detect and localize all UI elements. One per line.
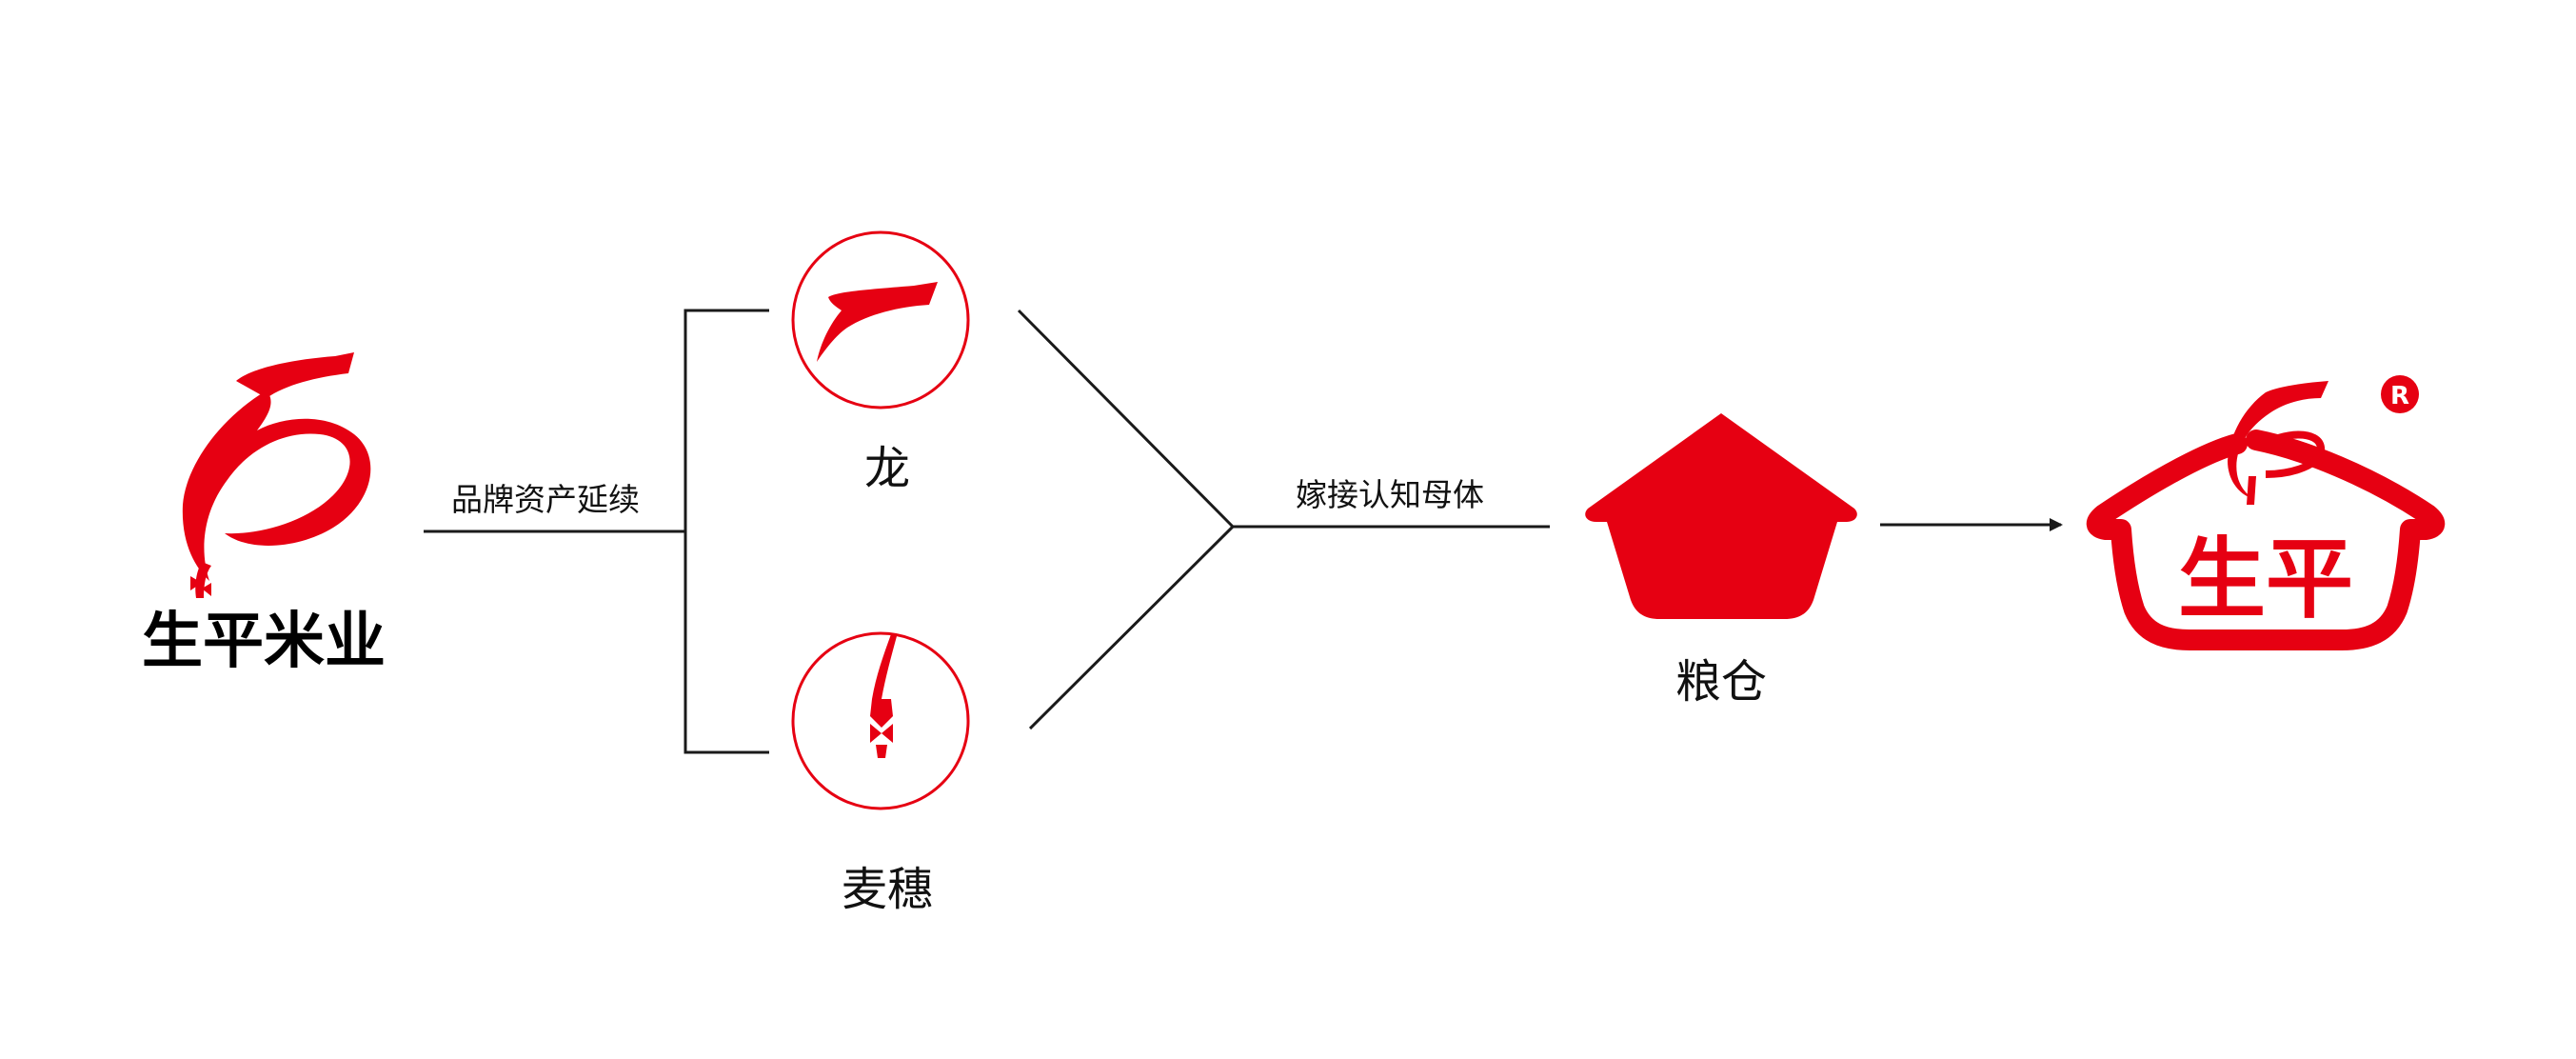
final-logo-wheat-icon (2247, 476, 2256, 505)
wheat-circle (791, 631, 970, 810)
original-logo-wordmark: 生平米业 (142, 607, 386, 677)
label-wheat: 麦穗 (842, 863, 933, 916)
granary-icon (1585, 413, 1857, 619)
label-granary: 粮仓 (1675, 655, 1767, 709)
dragon-icon (817, 282, 938, 362)
final-logo: 生平 R (2086, 375, 2446, 650)
wheat-grain-icon (870, 699, 893, 758)
original-logo-wheat-tail-icon (195, 562, 211, 598)
original-logo-swirl-icon (182, 390, 371, 581)
wheat-element: 麦穗 (791, 631, 970, 916)
final-logo-swirl-icon (2255, 430, 2325, 478)
dragon-element: 龙 (791, 230, 970, 495)
label-brand-continuation: 品牌资产延续 (451, 481, 640, 518)
label-dragon: 龙 (864, 442, 910, 495)
bracket-split (684, 309, 769, 754)
final-logo-house-icon (2086, 430, 2446, 650)
final-logo-wordmark: 生平 (2178, 529, 2353, 630)
wheat-stem-icon (872, 634, 897, 699)
final-logo-dragon-icon (2228, 381, 2328, 499)
registered-mark-icon (2381, 375, 2419, 413)
registered-mark-letter: R (2390, 382, 2409, 410)
dragon-circle (791, 230, 970, 410)
original-logo: 生平米业 (142, 352, 386, 677)
converge-line-top (1017, 309, 1235, 529)
original-logo-wheat-grain-icon (190, 576, 211, 596)
original-logo-dragon-icon (236, 352, 354, 398)
label-graft: 嫁接认知母体 (1296, 476, 1484, 513)
converge-line-bottom (1028, 525, 1235, 730)
granary-element: 粮仓 (1585, 413, 1857, 709)
